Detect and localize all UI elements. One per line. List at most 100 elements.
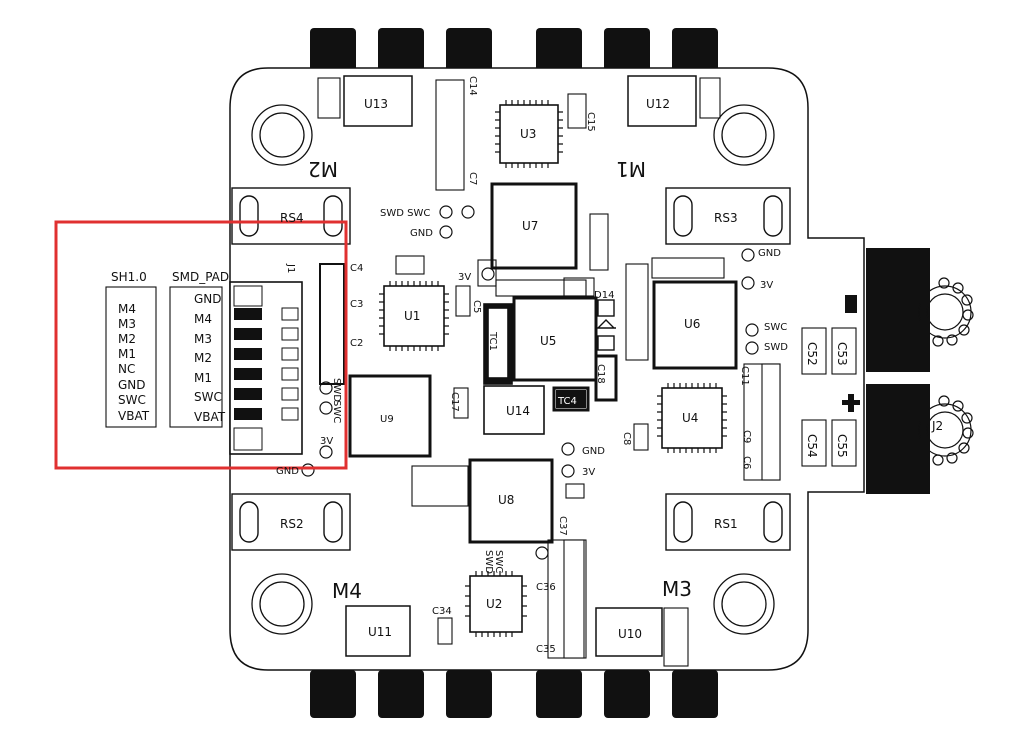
c34-label: C34 bbox=[432, 606, 452, 617]
v3-label: 3V bbox=[760, 280, 773, 291]
sh-pin: M2 bbox=[118, 332, 136, 346]
power-cap-labels: C52 C53 C54 C55 bbox=[805, 342, 849, 458]
u1-label: U1 bbox=[404, 309, 420, 323]
c2-label: C2 bbox=[350, 338, 363, 349]
c3-label: C3 bbox=[350, 299, 363, 310]
m4-label: M4 bbox=[332, 579, 362, 603]
m3-label: M3 bbox=[662, 577, 692, 601]
smd-pin: GND bbox=[194, 292, 222, 306]
sh-title: SH1.0 bbox=[111, 270, 147, 284]
c36-label: C36 bbox=[536, 582, 556, 593]
v3-label: 3V bbox=[582, 467, 595, 478]
shunt-resistors bbox=[231, 187, 791, 551]
mounting-holes bbox=[251, 104, 775, 635]
smd-title: SMD_PAD bbox=[172, 270, 229, 284]
swc-label: SWC bbox=[331, 400, 342, 423]
c9-label: C9 bbox=[741, 430, 752, 443]
sh-pin-list: M4 M3 M2 M1 NC GND SWC VBAT bbox=[118, 302, 150, 423]
sh-pin: M4 bbox=[118, 302, 136, 316]
smd-pin: VBAT bbox=[194, 410, 226, 424]
c6-label: C6 bbox=[741, 456, 752, 469]
u14-label: U14 bbox=[506, 404, 530, 418]
u8-label: U8 bbox=[498, 493, 514, 507]
tc4-cap bbox=[556, 390, 586, 408]
swd-label: SWD bbox=[331, 378, 342, 402]
c53-label: C53 bbox=[835, 342, 849, 366]
power-pads bbox=[842, 248, 974, 494]
c5-label: C5 bbox=[471, 300, 482, 313]
j1-connector bbox=[229, 263, 345, 455]
sh-pin: GND bbox=[118, 378, 146, 392]
gnd-label: GND bbox=[582, 446, 605, 457]
c52-label: C52 bbox=[805, 342, 819, 366]
c35-label: C35 bbox=[536, 644, 556, 655]
u5-label: U5 bbox=[540, 334, 556, 348]
swd-label: SWD bbox=[483, 550, 494, 574]
smd-pin: M3 bbox=[194, 332, 212, 346]
tc1-label: TC1 bbox=[487, 331, 498, 351]
tc4-label: TC4 bbox=[557, 396, 577, 407]
u9-label: U9 bbox=[380, 414, 394, 425]
highlight-box bbox=[54, 220, 348, 470]
chip-pins bbox=[379, 100, 727, 637]
chip-labels: U13 U12 U3 U7 U1 U5 U6 U4 U14 U8 U2 U11 … bbox=[364, 97, 700, 641]
test-pads bbox=[301, 205, 759, 560]
bottom-motor-tabs bbox=[310, 670, 718, 718]
rs3-label: RS3 bbox=[714, 211, 738, 225]
u11-label: U11 bbox=[368, 625, 392, 639]
j2-label: J2 bbox=[931, 419, 943, 433]
swc-label: SWC bbox=[764, 322, 787, 333]
u13-label: U13 bbox=[364, 97, 388, 111]
rs4-label: RS4 bbox=[280, 211, 304, 225]
c37-label: C37 bbox=[557, 516, 568, 536]
sh-pin: VBAT bbox=[118, 409, 150, 423]
c11-label: C11 bbox=[739, 366, 750, 386]
c8-label: C8 bbox=[621, 432, 632, 445]
c18-label: C18 bbox=[595, 364, 606, 384]
smd-parts bbox=[317, 77, 857, 667]
m1-label: M1 bbox=[616, 157, 646, 181]
sh-pin: NC bbox=[118, 362, 135, 376]
sh-pin: M1 bbox=[118, 347, 136, 361]
smd-pin: SWC bbox=[194, 390, 222, 404]
pad-labels: SWD SWC GND 3V GND 3V SWC SWD GND 3V SWC… bbox=[276, 208, 788, 574]
sh-pin: M3 bbox=[118, 317, 136, 331]
d14-label: D14 bbox=[594, 290, 614, 301]
u7-label: U7 bbox=[522, 219, 538, 233]
board-outline bbox=[229, 67, 865, 671]
c54-label: C54 bbox=[805, 434, 819, 458]
gnd-left-label: GND bbox=[276, 466, 299, 477]
u3-label: U3 bbox=[520, 127, 536, 141]
c55-label: C55 bbox=[835, 434, 849, 458]
c15-label: C15 bbox=[585, 112, 596, 132]
mosfet-chips bbox=[343, 75, 697, 657]
u10-label: U10 bbox=[618, 627, 642, 641]
v3-label: 3V bbox=[458, 272, 471, 283]
c17-label: C17 bbox=[449, 392, 460, 412]
pin-tables bbox=[105, 286, 223, 428]
swd-swc-label: SWD SWC bbox=[380, 208, 430, 219]
smd-pin-list: GND M4 M3 M2 M1 SWC VBAT bbox=[194, 292, 226, 424]
m2-label: M2 bbox=[308, 157, 338, 181]
rs2-label: RS2 bbox=[280, 517, 304, 531]
rs1-label: RS1 bbox=[714, 517, 738, 531]
u2-label: U2 bbox=[486, 597, 502, 611]
c7-label: C7 bbox=[467, 172, 478, 185]
d14-diode bbox=[596, 299, 616, 351]
u12-label: U12 bbox=[646, 97, 670, 111]
top-motor-tabs bbox=[310, 28, 718, 74]
smd-pin: M4 bbox=[194, 312, 212, 326]
gnd-label: GND bbox=[758, 248, 781, 259]
smd-pin: M2 bbox=[194, 351, 212, 365]
j1-label: J1 bbox=[285, 263, 296, 273]
gnd-label: GND bbox=[410, 228, 433, 239]
swc-label: SWC bbox=[493, 550, 504, 573]
swd-label: SWD bbox=[764, 342, 788, 353]
cap-labels: C4 C3 C2 C5 C15 C14 C7 C17 C18 C11 C9 C6… bbox=[285, 76, 752, 655]
sh-pin: SWC bbox=[118, 393, 146, 407]
v3-label: 3V bbox=[320, 436, 333, 447]
c4-label: C4 bbox=[350, 263, 363, 274]
u4-label: U4 bbox=[682, 411, 698, 425]
